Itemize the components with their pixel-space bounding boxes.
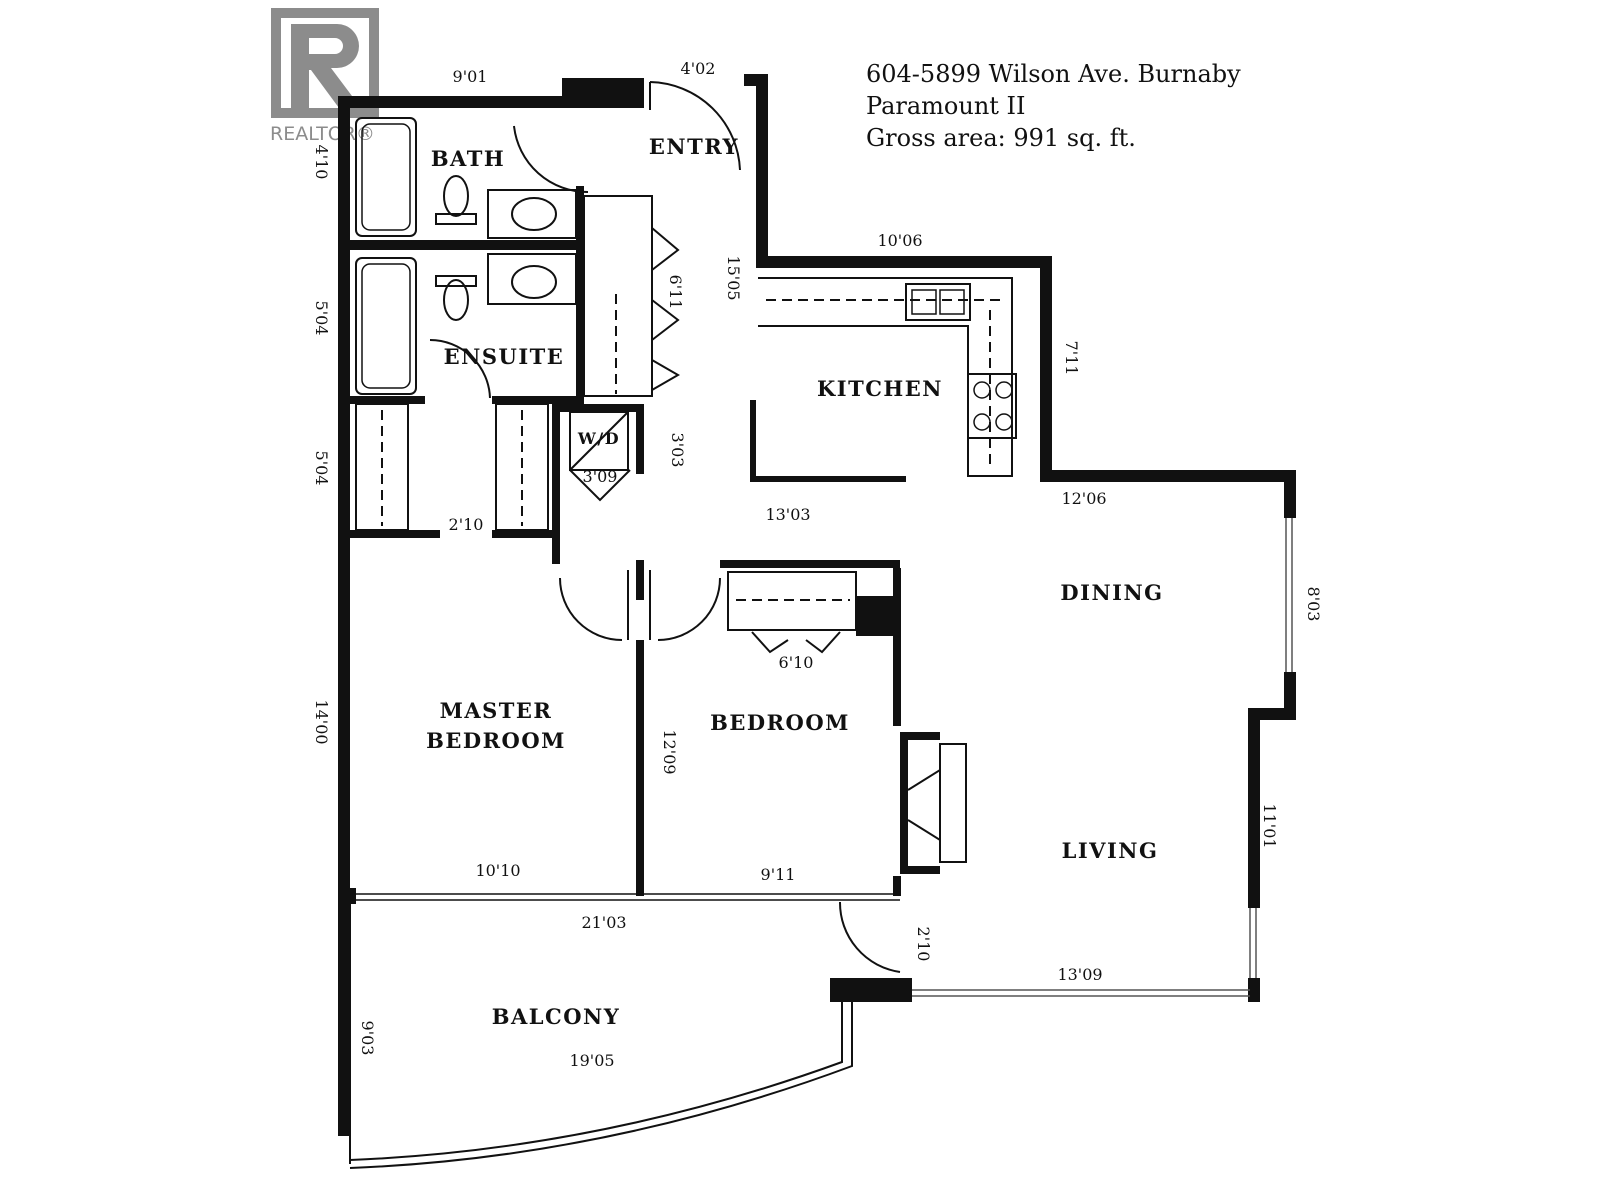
room-bedroom: BEDROOM (710, 710, 850, 735)
dim-entry-door: 4'02 (681, 59, 716, 78)
dim-bedroom-closet: 6'10 (779, 653, 814, 672)
building-name: Paramount II (866, 92, 1026, 120)
room-bath: BATH (431, 146, 505, 171)
room-dining: DINING (1060, 580, 1163, 605)
dim-laundry-width: 3'09 (583, 467, 618, 486)
dim-hall-width: 2'10 (449, 515, 484, 534)
realtor-watermark: REALTOR® (270, 8, 379, 145)
dim-living-width: 13'09 (1057, 965, 1102, 984)
gross-area: Gross area: 991 sq. ft. (866, 124, 1136, 152)
dim-bath-width: 9'01 (453, 67, 488, 86)
room-laundry: W/D (577, 429, 620, 448)
dim-balcony-width: 19'05 (569, 1051, 614, 1070)
dim-kitchen-width: 10'06 (877, 231, 922, 250)
dim-bath-depth: 4'10 (312, 145, 331, 180)
dim-laundry-depth: 3'03 (668, 433, 687, 468)
dim-hall-closet-depth: 5'04 (312, 451, 331, 486)
room-master-bedroom-line1: MASTER (440, 698, 553, 723)
dim-closet-depth: 6'11 (666, 275, 685, 310)
dim-bedroom-width: 9'11 (761, 865, 796, 884)
dim-entry-hall: 15'05 (724, 255, 743, 300)
dim-master-depth: 14'00 (312, 699, 331, 744)
address-line: 604-5899 Wilson Ave. Burnaby (866, 60, 1241, 88)
dim-living-depth: 11'01 (1260, 803, 1279, 848)
realtor-r-logo-icon (271, 8, 379, 118)
dim-hallway-length: 13'03 (765, 505, 810, 524)
walls (338, 74, 1296, 1136)
room-master-bedroom-line2: BEDROOM (426, 728, 566, 753)
dim-kitchen-depth: 7'11 (1062, 341, 1081, 376)
dim-bedroom-depth: 12'09 (660, 729, 679, 774)
room-kitchen: KITCHEN (817, 376, 943, 401)
dim-dining-depth: 8'03 (1304, 587, 1323, 622)
dimension-labels: 9'01 4'02 10'06 12'06 2'10 3'09 13'03 6'… (312, 59, 1323, 1070)
dim-balcony-depth: 9'03 (358, 1021, 377, 1056)
room-living: LIVING (1062, 838, 1159, 863)
realtor-text: REALTOR® (270, 123, 375, 145)
fixtures-and-doors (349, 81, 1293, 1169)
dim-bedrooms-total: 21'03 (581, 913, 626, 932)
dim-master-width: 10'10 (475, 861, 520, 880)
room-labels: BATH ENTRY ENSUITE KITCHEN W/D DINING MA… (426, 134, 1163, 1029)
dim-ensuite-depth: 5'04 (312, 301, 331, 336)
room-ensuite: ENSUITE (444, 344, 565, 369)
dim-dining-width: 12'06 (1061, 489, 1106, 508)
dim-balcony-door: 2'10 (914, 927, 933, 962)
room-balcony: BALCONY (492, 1004, 621, 1029)
room-entry: ENTRY (649, 134, 739, 159)
